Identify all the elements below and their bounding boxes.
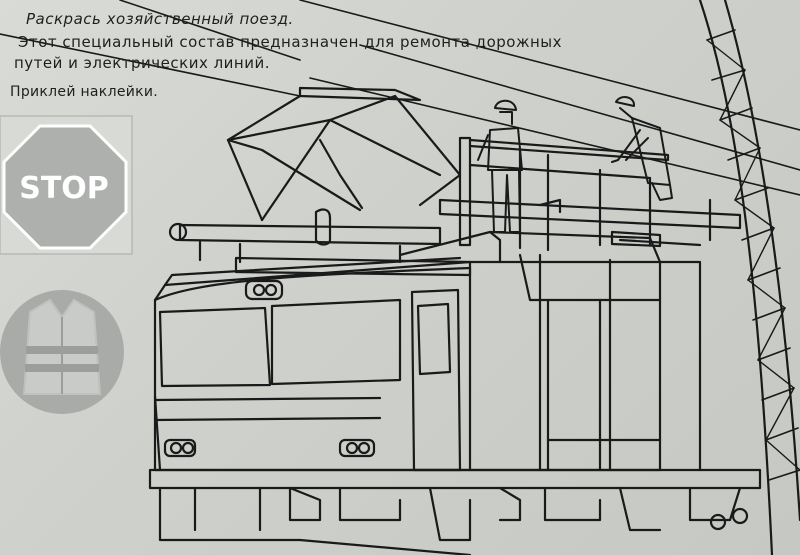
stop-sign-icon <box>2 124 128 250</box>
stop-sign-text: STOP <box>19 171 109 206</box>
sticker-placeholders: STOP <box>0 115 133 414</box>
catenary-mast <box>698 0 800 555</box>
worker-right <box>611 96 673 201</box>
undercarriage <box>148 468 762 555</box>
task-description-line2: путей и электрических линий. <box>14 54 270 72</box>
pantograph <box>168 86 472 277</box>
task-description-line1: Этот специальный состав предназначен для… <box>18 33 562 51</box>
sticker-prompt: Приклей наклейки. <box>10 84 159 100</box>
task-title: Раскрась хозяйственный поезд. <box>26 10 294 28</box>
safety-vest-icon <box>0 290 124 414</box>
